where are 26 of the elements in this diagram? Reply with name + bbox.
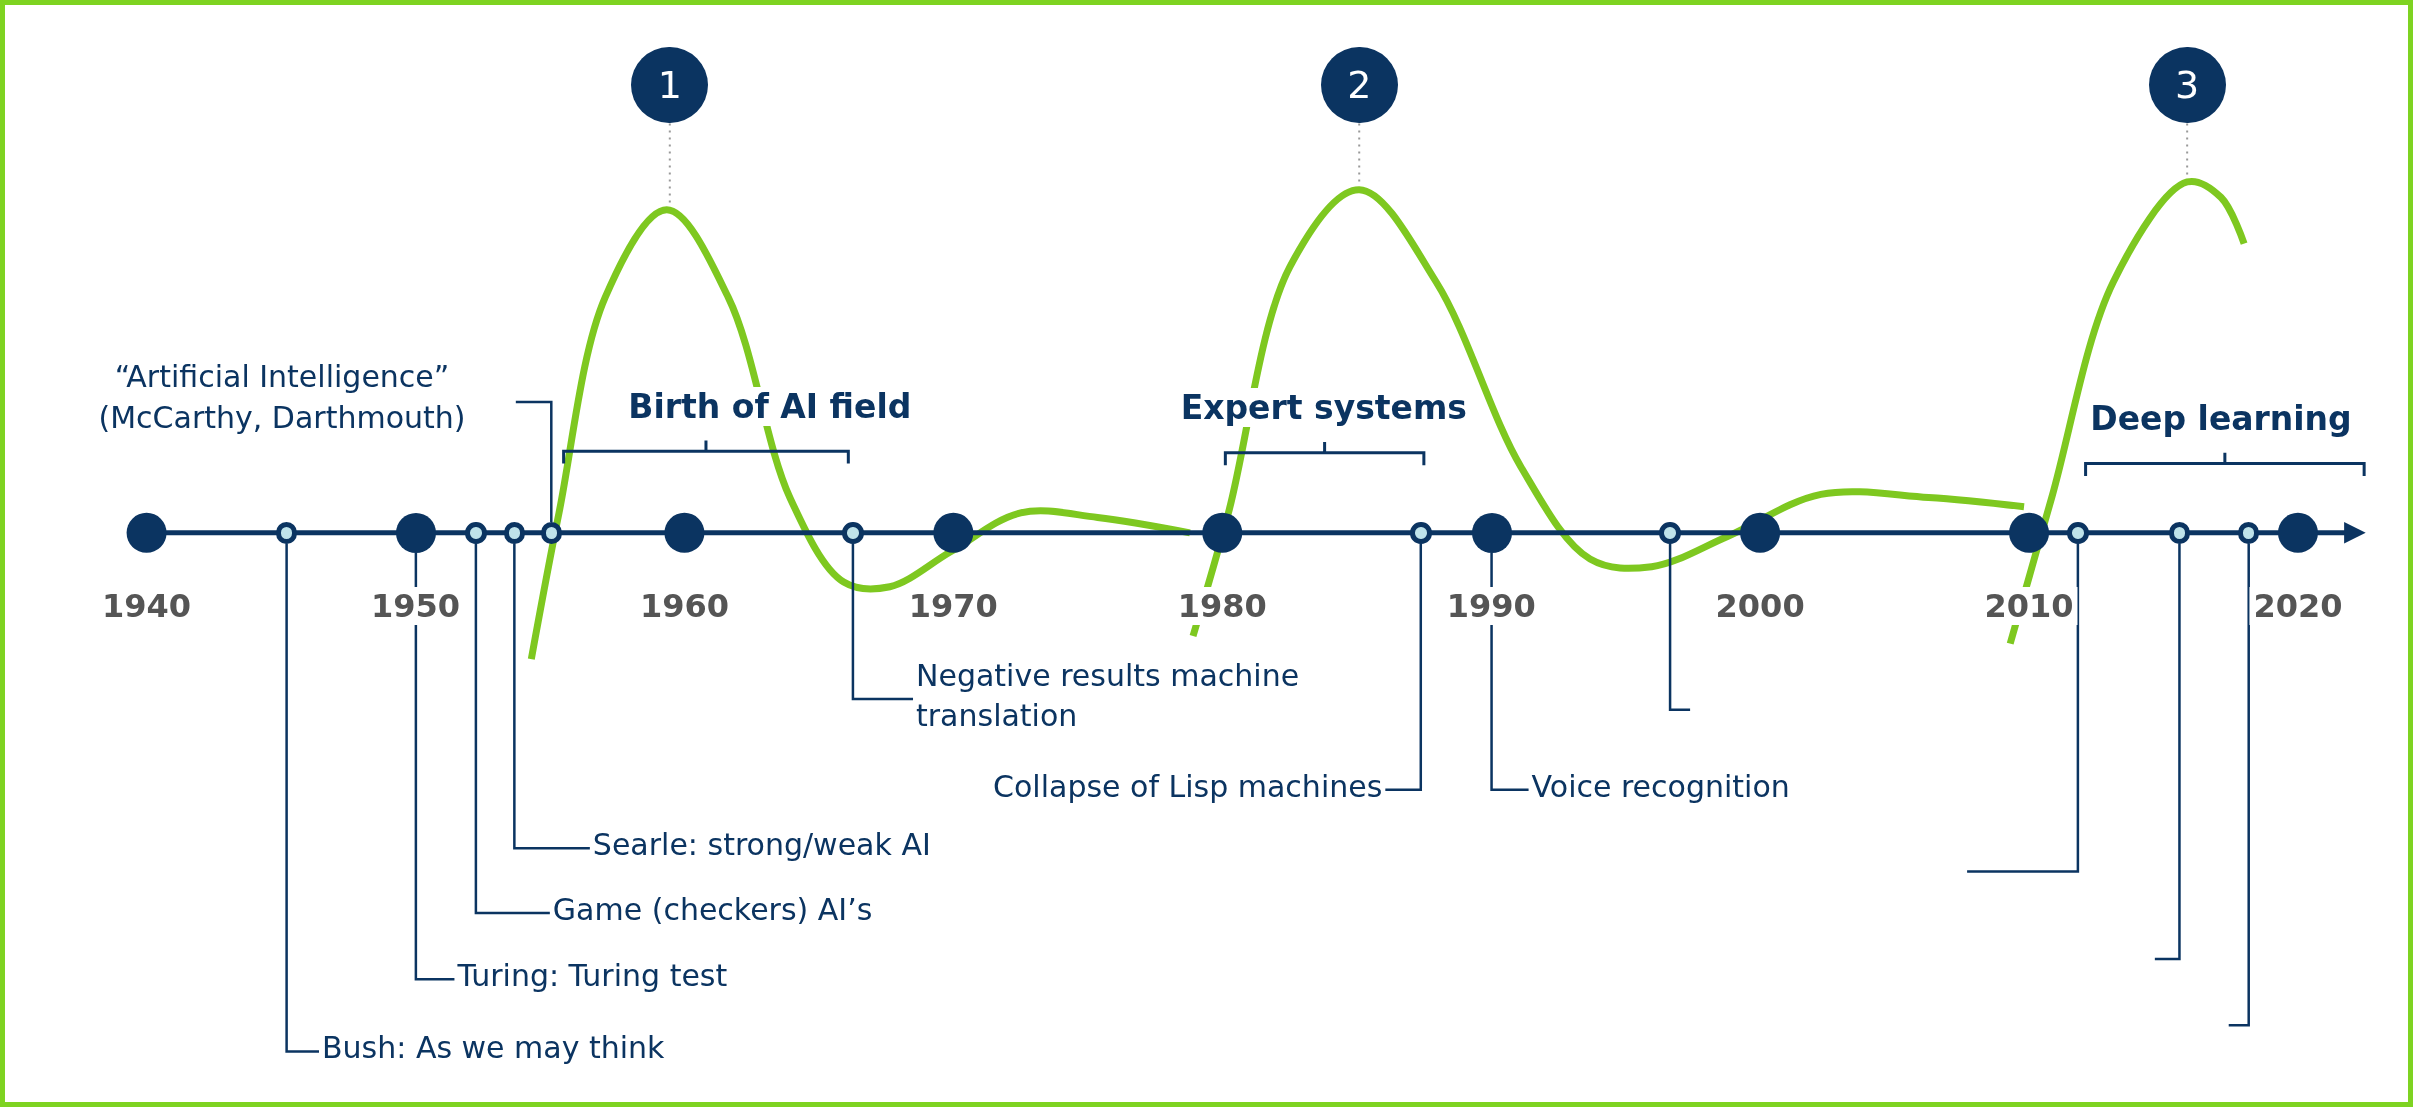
- leader-line: [1967, 543, 2080, 873]
- event-label: Searle: strong/weak AI: [592, 826, 931, 865]
- timeline-dot: [465, 522, 487, 544]
- leader-line: [1668, 543, 1691, 712]
- event-label: Turing: Turing test: [457, 957, 728, 996]
- timeline-dot: [275, 522, 298, 544]
- leader-line: [1385, 543, 1423, 792]
- leader-line: [513, 543, 590, 850]
- leader-line: [474, 543, 550, 915]
- leader-line: [2154, 543, 2181, 961]
- event-label: Game (checkers) AI’s: [552, 890, 873, 929]
- event-label: Negative results machine translation: [916, 656, 1301, 736]
- event-label: “Artificial Intelligence” (McCarthy, Darthmouth): [97, 358, 467, 437]
- leader-line: [851, 543, 913, 701]
- event-label: Voice recognition: [1531, 767, 1790, 806]
- leader-line: [285, 543, 319, 1053]
- event-label: Bush: As we may think: [322, 1029, 665, 1068]
- leader-line: [2228, 543, 2250, 1027]
- callout-number: 2: [1320, 46, 1398, 124]
- leader-line: [414, 552, 455, 981]
- callout-number: 1: [631, 46, 709, 124]
- leader-line: [515, 400, 553, 523]
- timeline-dot: [503, 522, 526, 544]
- timeline-dot: [2237, 522, 2260, 544]
- event-label: Collapse of Lisp machines: [993, 767, 1383, 806]
- callout-number: 3: [2148, 46, 2226, 124]
